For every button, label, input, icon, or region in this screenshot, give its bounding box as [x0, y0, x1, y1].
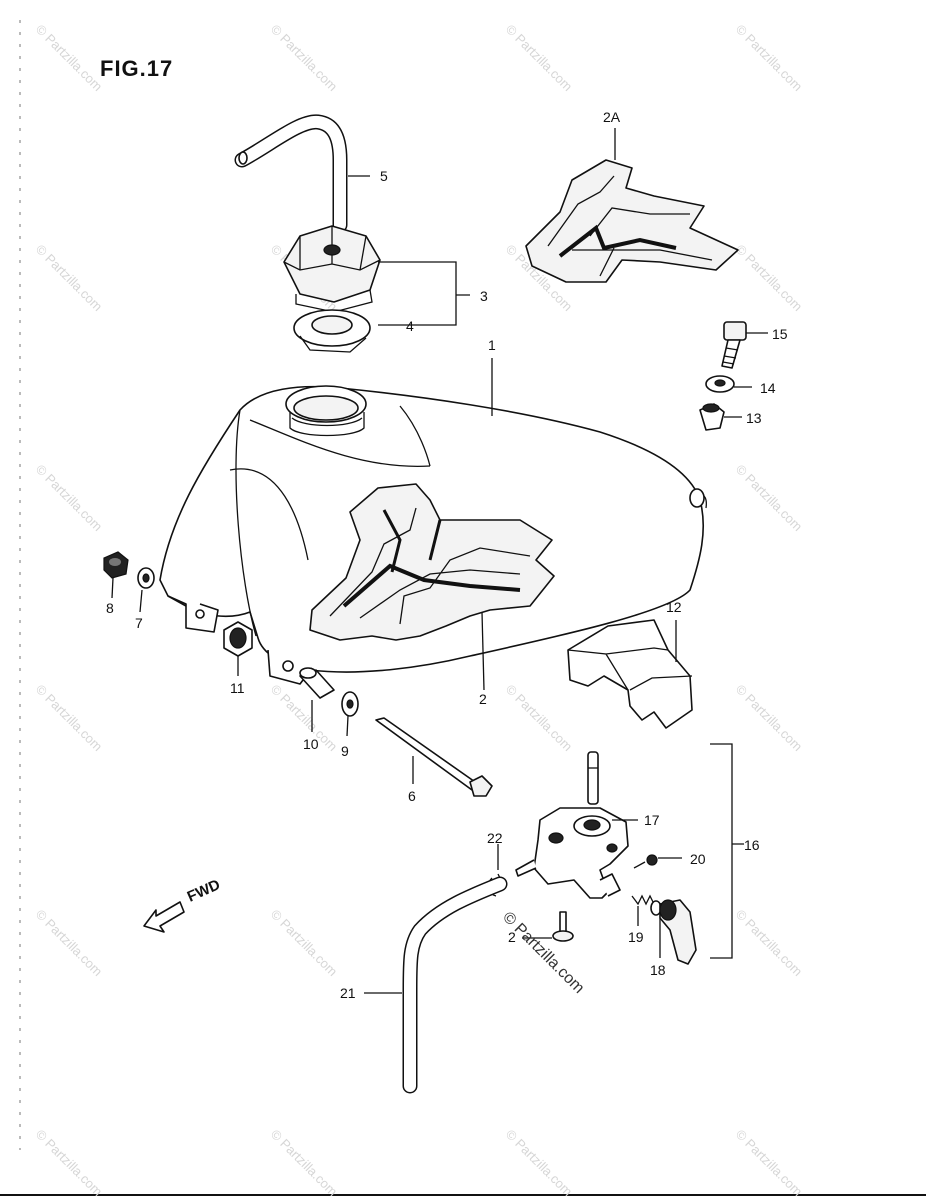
part-7-washer[interactable]	[137, 567, 155, 589]
part-10-collar[interactable]	[299, 667, 335, 699]
callout-11: 11	[230, 680, 245, 696]
callout-16: 16	[744, 837, 760, 853]
callout-8: 8	[106, 600, 114, 616]
callout-14: 14	[760, 380, 776, 396]
callout-7: 7	[135, 615, 143, 631]
watermark-text: © Partzilla.com	[733, 907, 806, 980]
bracket-3-4	[378, 261, 470, 326]
watermark-text: © Partzilla.com	[733, 242, 806, 315]
callout-3: 3	[480, 288, 488, 304]
part-13-cushion[interactable]	[699, 403, 725, 431]
part-21-fuel-hose[interactable]	[402, 876, 508, 1094]
part-5-breather-hose[interactable]	[234, 114, 348, 233]
callout-2a: 2A	[603, 109, 621, 125]
part-4-cap-gasket[interactable]	[293, 309, 371, 353]
callout-13: 13	[746, 410, 762, 426]
figure-title: FIG.17	[100, 56, 173, 81]
callout-4: 4	[406, 318, 414, 334]
part-14-washer[interactable]	[705, 375, 735, 393]
part-6-long-bolt[interactable]	[375, 717, 493, 797]
part-16-fuel-cock[interactable]	[515, 751, 629, 899]
watermark-text: © Partzilla.com	[503, 682, 576, 755]
leader-line	[139, 589, 143, 613]
callout-22: 22	[487, 830, 503, 846]
bracket-16	[710, 743, 744, 959]
watermark-text: © Partzilla.com	[33, 22, 106, 95]
part-9-washer[interactable]	[341, 691, 359, 717]
watermark-text: © Partzilla.com	[268, 907, 341, 980]
callout-19: 19	[628, 929, 644, 945]
callout-1: 1	[488, 337, 496, 353]
leader-line	[111, 577, 114, 599]
part-2-screw[interactable]	[552, 911, 574, 942]
callout-6: 6	[408, 788, 416, 804]
leader-line	[481, 611, 485, 691]
part-2a-emblem[interactable]	[525, 159, 739, 283]
part-1-fuel-tank[interactable]	[159, 385, 707, 685]
part-11-cushion[interactable]	[223, 621, 253, 657]
part-8-nut[interactable]	[103, 551, 129, 579]
callout-12: 12	[666, 599, 682, 615]
part-3-fuel-cap[interactable]	[283, 225, 381, 313]
callout-2-screw: 2	[508, 929, 516, 945]
part-15-bolt[interactable]	[721, 321, 747, 369]
watermark-text: © Partzilla.com	[268, 1127, 341, 1200]
watermark-text: © Partzilla.com	[33, 242, 106, 315]
watermark-text: © Partzilla.com	[733, 682, 806, 755]
callout-10: 10	[303, 736, 319, 752]
watermark-text: © Partzilla.com	[33, 907, 106, 980]
watermark-overlay: © Partzilla.com	[499, 909, 587, 997]
watermark-text: © Partzilla.com	[268, 22, 341, 95]
callout-17: 17	[644, 812, 660, 828]
watermark-text: © Partzilla.com	[503, 22, 576, 95]
leader-line	[346, 715, 349, 737]
callout-9: 9	[341, 743, 349, 759]
watermark-text: © Partzilla.com	[33, 682, 106, 755]
watermark-text: © Partzilla.com	[33, 1127, 106, 1200]
callout-18: 18	[650, 962, 666, 978]
watermark-text: © Partzilla.com	[503, 1127, 576, 1200]
part-19-spring[interactable]	[631, 894, 662, 916]
callout-2: 2	[479, 691, 487, 707]
callout-15: 15	[772, 326, 788, 342]
part-20-screw[interactable]	[633, 854, 658, 869]
watermark-text: © Partzilla.com	[33, 462, 106, 535]
callout-21: 21	[340, 985, 356, 1001]
watermark-text: © Partzilla.com	[733, 462, 806, 535]
forward-direction-arrow: FWD	[143, 876, 223, 933]
callout-20: 20	[690, 851, 706, 867]
part-12-cover[interactable]	[567, 619, 693, 729]
fwd-label: FWD	[185, 876, 223, 905]
part-18-lever-knob[interactable]	[659, 899, 697, 965]
watermark-text: © Partzilla.com	[733, 1127, 806, 1200]
callout-5: 5	[380, 168, 388, 184]
watermark-text: © Partzilla.com	[733, 22, 806, 95]
